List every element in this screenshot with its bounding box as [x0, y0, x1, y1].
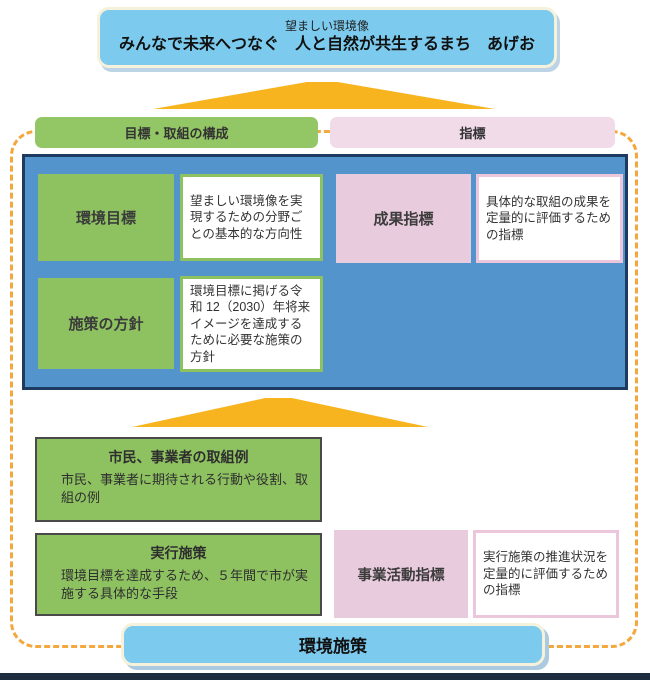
- env-goal-label: 環境目標: [38, 174, 174, 261]
- outcome-indicator-desc: 具体的な取組の成果を定量的に評価するための指標: [476, 174, 623, 263]
- indicator-header: 指標: [330, 117, 615, 148]
- activity-indicator-desc: 実行施策の推進状況を定量的に評価するための指標: [473, 530, 619, 618]
- bottom-bar: [0, 673, 650, 680]
- upward-triangle-top: [153, 82, 495, 109]
- citizens-actions-title: 市民、事業者の取組例: [108, 449, 249, 465]
- structure-header: 目標・取組の構成: [35, 117, 318, 148]
- goals-panel: 環境目標 望ましい環境像を実現するための分野ごとの基本的な方向性 成果指標 具体…: [22, 154, 628, 390]
- desired-environment-banner: 望ましい環境像 みんなで未来へつなぐ 人と自然が共生するまち あげお: [97, 7, 557, 68]
- env-goal-desc: 望ましい環境像を実現するための分野ごとの基本的な方向性: [180, 174, 323, 261]
- env-measures-label: 環境施策: [299, 637, 367, 656]
- citizens-actions-box: 市民、事業者の取組例 市民、事業者に期待される行動や役割、取組の例: [35, 437, 322, 522]
- banner-title: みんなで未来へつなぐ 人と自然が共生するまち あげお: [118, 36, 535, 54]
- citizens-actions-body: 市民、事業者に期待される行動や役割、取組の例: [61, 472, 309, 506]
- policy-direction-desc: 環境目標に掲げる令和 12（2030）年将来イメージを達成するために必要な施策の…: [180, 276, 323, 372]
- banner-subtitle: 望ましい環境像: [284, 18, 369, 33]
- outcome-indicator-label: 成果指標: [336, 174, 471, 263]
- env-measures-box: 環境施策: [121, 623, 545, 666]
- implementation-title: 実行施策: [150, 545, 207, 561]
- implementation-box: 実行施策 環境目標を達成するため、５年間で市が実施する具体的な手段: [35, 533, 322, 616]
- policy-direction-label: 施策の方針: [38, 278, 174, 369]
- activity-indicator-label: 事業活動指標: [334, 530, 468, 618]
- implementation-body: 環境目標を達成するため、５年間で市が実施する具体的な手段: [61, 568, 309, 602]
